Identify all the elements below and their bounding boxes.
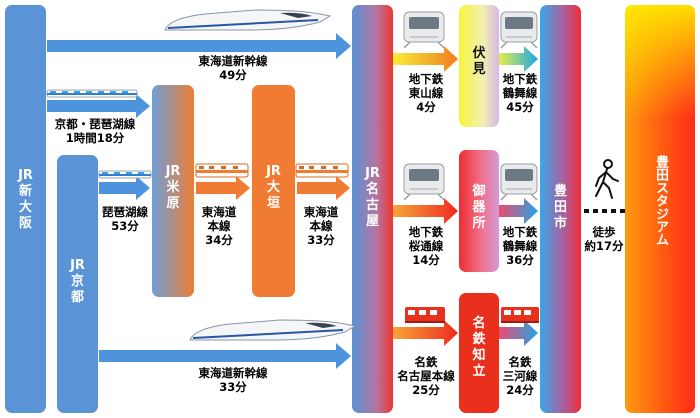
label-meitetsu-mikawa: 名鉄 三河線 24分 xyxy=(502,355,538,397)
station-meitetsu-chiryu xyxy=(459,293,499,413)
subway-train-icon xyxy=(403,163,445,201)
station-toyotashi xyxy=(540,5,581,413)
label-walk: 徒歩 約17分 xyxy=(584,225,624,253)
meitetsu-train-icon xyxy=(501,307,539,323)
arrow-biwako xyxy=(99,176,150,200)
station-nagoya-label: JR 名 古 屋 xyxy=(365,166,380,229)
label-tokaido-main-1: 東海道 本線 34分 xyxy=(201,205,237,247)
train-icon xyxy=(46,89,138,98)
destination-stadium-label: 豊田スタジアム xyxy=(653,155,668,246)
station-gokiso-label: 御 器 所 xyxy=(472,184,486,231)
arrow-sakuradori xyxy=(393,198,458,224)
label-sakuradori: 地下鉄 桜通線 14分 xyxy=(408,225,444,267)
arrow-meitetsu-mikawa xyxy=(499,320,538,346)
subway-train-icon xyxy=(500,11,538,49)
station-ogaki-label: JR 大 垣 xyxy=(266,164,281,211)
label-meitetsu-nagoya: 名鉄 名古屋本線 25分 xyxy=(397,355,455,397)
station-nagoya xyxy=(352,5,393,413)
arrow-shinkansen-top xyxy=(47,33,351,59)
station-kyoto-label: JR 京 都 xyxy=(70,258,85,305)
arrow-shinkansen-bottom xyxy=(99,343,351,369)
subway-train-icon xyxy=(403,11,445,49)
label-kyoto-biwako: 京都・琵琶湖線 1時間18分 xyxy=(54,117,136,145)
station-toyotashi-label: 豊 田 市 xyxy=(553,184,567,231)
arrow-tokaido-main-2 xyxy=(297,176,350,200)
label-tsurumai-1: 地下鉄 鶴舞線 45分 xyxy=(502,72,538,114)
label-shinkansen-top: 東海道新幹線 49分 xyxy=(198,54,268,82)
station-fushimi xyxy=(459,5,499,127)
arrow-tsurumai-1 xyxy=(499,46,538,72)
station-maibara xyxy=(152,85,194,297)
arrow-tokaido-main-1 xyxy=(196,176,250,200)
subway-train-icon xyxy=(500,163,538,201)
station-meitetsu-chiryu-label: 名 鉄 知 立 xyxy=(472,316,486,379)
station-ogaki xyxy=(252,85,295,297)
arrow-higashiyama xyxy=(393,46,458,72)
arrow-meitetsu-nagoya xyxy=(393,320,458,346)
meitetsu-train-icon xyxy=(405,307,445,323)
shinkansen-icon xyxy=(164,9,332,31)
label-tokaido-main-2: 東海道 本線 33分 xyxy=(303,205,339,247)
arrow-tsurumai-2 xyxy=(499,198,538,224)
walking-person-icon xyxy=(595,159,619,199)
shinkansen-icon xyxy=(189,319,357,341)
destination-stadium xyxy=(625,5,695,413)
label-tsurumai-2: 地下鉄 鶴舞線 36分 xyxy=(502,225,538,267)
arrow-kyoto-biwako xyxy=(47,94,150,118)
station-kyoto xyxy=(57,155,98,413)
station-fushimi-label: 伏 見 xyxy=(472,46,486,77)
label-higashiyama: 地下鉄 東山線 4分 xyxy=(408,72,444,114)
station-maibara-label: JR 米 原 xyxy=(165,164,181,211)
train-icon xyxy=(195,163,249,178)
label-biwako: 琵琶湖線 53分 xyxy=(102,205,148,233)
station-gokiso xyxy=(459,150,499,272)
train-icon xyxy=(98,170,152,179)
train-icon xyxy=(295,163,349,178)
station-shin-osaka-label: JR 新 大 阪 xyxy=(18,168,33,231)
label-shinkansen-bottom: 東海道新幹線 33分 xyxy=(198,366,268,394)
station-shin-osaka xyxy=(5,5,46,413)
